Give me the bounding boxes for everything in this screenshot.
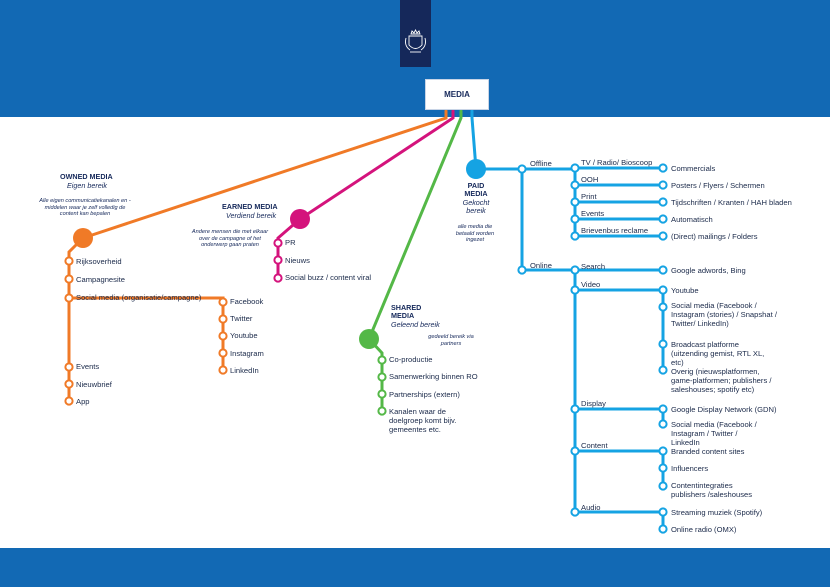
owned-item-rijksoverheid: Rijksoverheid [76, 257, 122, 266]
owned-social-linkedin: LinkedIn [230, 366, 259, 375]
video-overig: Overig (nieuwsplatformen,game-platformen… [671, 367, 772, 394]
online-channel-video: Video [581, 280, 601, 289]
earned-item-nieuws: Nieuws [285, 256, 310, 265]
owned-social-twitter: Twitter [230, 314, 253, 323]
shared-trunk [367, 109, 463, 341]
search-google-adwords: Google adwords, Bing [671, 266, 746, 275]
paid-online-label: Online [530, 261, 552, 270]
shared-item-samenwerking: Samenwerking binnen RO [389, 372, 478, 381]
video-social-media: Social media (Facebook /Instagram (stori… [671, 301, 777, 328]
owned-subtitle: Eigen bereik [67, 181, 107, 190]
audio-streaming: Streaming muziek (Spotify) [671, 508, 763, 517]
paid-node [466, 159, 486, 179]
audio-online-radio: Online radio (OMX) [671, 525, 737, 534]
shared-node [359, 329, 379, 349]
shared-item-partnerships: Partnerships (extern) [389, 390, 460, 399]
owned-social-facebook: Facebook [230, 297, 264, 306]
paid-trunk [470, 109, 478, 171]
online-channel-display: Display [581, 399, 606, 408]
owned-social-youtube: Youtube [230, 331, 258, 340]
owned-item-social-media: Social media (organisatie/campagne) [76, 293, 202, 302]
online-channel-audio: Audio [581, 503, 601, 512]
paid-offline-label: Offline [530, 159, 552, 168]
offline-result-commercials: Commercials [671, 164, 716, 173]
offline-result-tijdschriften: Tijdschriften / Kranten / HAH bladen [671, 198, 792, 207]
owned-note: Alle eigen communicatiekanalen en -midde… [39, 198, 131, 217]
media-root-label: MEDIA [444, 90, 470, 99]
offline-channel-brievenbus: Brievenbus reclame [581, 226, 649, 235]
owned-social-instagram: Instagram [230, 349, 264, 358]
video-broadcast: Broadcast platforme(uitzending gemist, R… [671, 340, 765, 367]
offline-channel-print: Print [581, 192, 597, 201]
earned-node [290, 209, 310, 229]
owned-trunk [81, 109, 448, 240]
earned-subtitle: Verdiend bereik [226, 211, 277, 220]
footer-band [0, 548, 830, 587]
content-influencers: Influencers [671, 464, 709, 473]
owned-item-nieuwbrief: Nieuwbrief [76, 380, 112, 389]
offline-result-mailings: (Direct) mailings / Folders [671, 232, 758, 241]
online-channel-search: Search [581, 262, 606, 271]
earned-trunk [298, 109, 455, 221]
owned-node [73, 228, 93, 248]
crest-icon [400, 0, 431, 67]
offline-result-automatisch: Automatisch [671, 215, 713, 224]
earned-item-social-buzz: Social buzz / content viral [285, 273, 372, 282]
media-root-box: MEDIA [425, 79, 489, 110]
owned-title: OWNED MEDIA [60, 172, 113, 181]
offline-channel-ooh: OOH [581, 175, 599, 184]
owned-item-campagnesite: Campagnesite [76, 275, 125, 284]
offline-channel-tv: TV / Radio/ Bioscoop [581, 158, 653, 167]
display-gdn: Google Display Network (GDN) [671, 405, 777, 414]
shared-item-coproductie: Co-productie [389, 355, 433, 364]
shared-subtitle: Geleend bereik [391, 320, 440, 329]
video-youtube: Youtube [671, 286, 699, 295]
earned-item-pr: PR [285, 238, 296, 247]
earned-title: EARNED MEDIA [222, 202, 278, 211]
owned-item-events: Events [76, 362, 100, 371]
offline-result-posters: Posters / Flyers / Schermen [671, 181, 765, 190]
owned-item-app: App [76, 397, 90, 406]
content-branded-sites: Branded content sites [671, 447, 745, 456]
online-channel-content: Content [581, 441, 608, 450]
offline-channel-events: Events [581, 209, 605, 218]
display-social-media: Social media (Facebook /Instagram / Twit… [671, 420, 757, 447]
